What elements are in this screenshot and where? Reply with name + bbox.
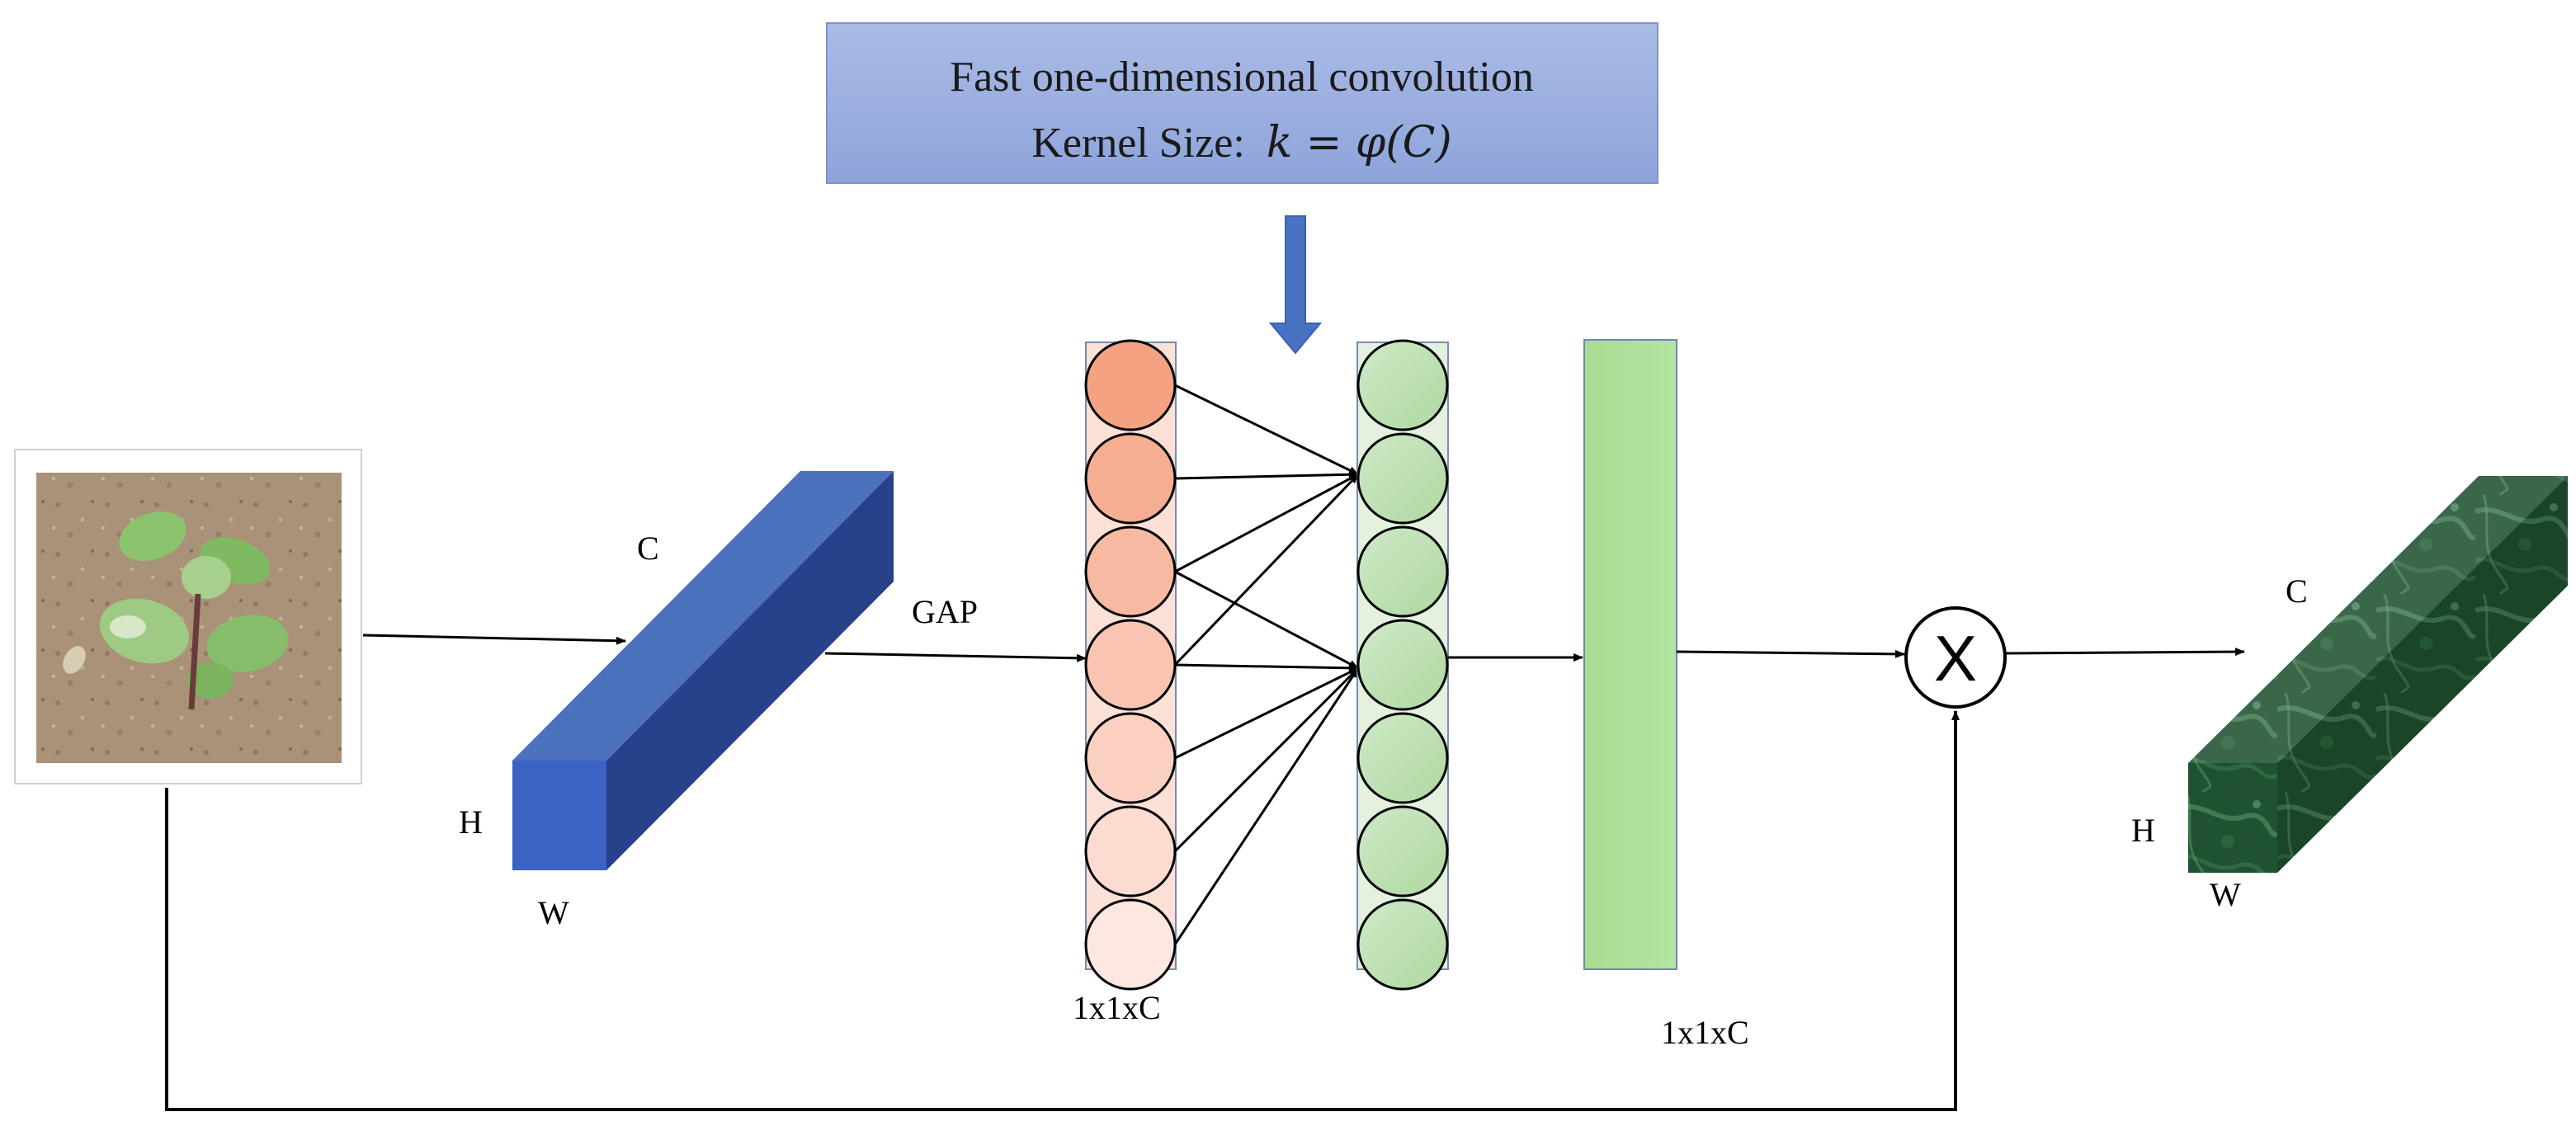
conv-connection-line <box>1173 667 1360 853</box>
output-block-side-face <box>2277 476 2568 873</box>
down-arrow-icon <box>1268 215 1323 355</box>
conv-node <box>1356 805 1449 898</box>
conv-box-kernel-line: Kernel Size: k = φ(C) <box>1031 118 1451 167</box>
plant-photo <box>14 449 362 784</box>
plant-leaves <box>63 511 289 710</box>
gap-label: GAP <box>912 593 978 630</box>
input-label-w: W <box>538 894 569 931</box>
pooled-vector <box>1084 339 1177 991</box>
pooled-node <box>1084 898 1177 991</box>
pooled-node <box>1084 432 1177 525</box>
conv-connection-line <box>1174 470 1359 480</box>
input-label-h: H <box>459 803 483 841</box>
soil-background <box>36 473 342 763</box>
kernel-size-label: Kernel Size: <box>1031 120 1244 167</box>
conv-connection-line <box>1174 473 1359 573</box>
multiply-to-output-arrow <box>2004 648 2245 657</box>
input-block-front-face <box>512 761 606 870</box>
conv-node <box>1356 432 1449 525</box>
conv-connection-line <box>1174 570 1359 670</box>
multiply-symbol: X <box>1934 622 1977 695</box>
conv-box-background <box>826 22 1658 184</box>
conv-output-vector <box>1356 339 1449 991</box>
pooled-node <box>1084 619 1177 711</box>
output-label-c: C <box>2286 572 2308 610</box>
conv-node <box>1356 525 1449 618</box>
pooled-node <box>1084 805 1177 898</box>
kernel-size-formula: k = φ(C) <box>1267 118 1452 167</box>
weight-to-multiply-arrow <box>1676 649 1905 658</box>
input-label-c: C <box>637 530 659 567</box>
conv-connection-line <box>1173 473 1360 667</box>
multiply-circle <box>1904 606 2007 709</box>
conv-box-title: Fast one-dimensional convolution <box>950 54 1534 101</box>
output-feature-block <box>2188 476 2568 873</box>
gap-arrow <box>824 652 1087 662</box>
pooled-vector-label: 1x1xC <box>1073 989 1161 1026</box>
conv-node-group <box>1356 339 1449 991</box>
conv-node <box>1356 339 1449 431</box>
conv-connection-line <box>1174 667 1359 760</box>
output-block-top-face <box>2188 476 2568 763</box>
pooled-node <box>1084 339 1177 431</box>
conv-node <box>1356 619 1449 711</box>
output-block-front-face <box>2188 763 2277 873</box>
output-label-h: H <box>2131 812 2155 849</box>
weight-vector-bar <box>1583 339 1677 970</box>
pooled-node <box>1084 712 1177 804</box>
input-block-top-face <box>512 471 894 761</box>
skip-connection-arrow <box>165 710 1960 1111</box>
weight-vector-label: 1x1xC <box>1661 1014 1749 1051</box>
output-label-w: W <box>2210 876 2241 913</box>
conv-node <box>1356 712 1449 804</box>
multiply-icon: X <box>1904 606 2007 709</box>
conv-description-box: Fast one-dimensional convolution Kernel … <box>826 22 1658 184</box>
image-to-block-arrow <box>362 634 626 645</box>
pooled-node-group <box>1084 339 1177 991</box>
conv-connections <box>1173 384 1360 945</box>
conv-node <box>1356 898 1449 991</box>
input-feature-block <box>512 471 894 870</box>
input-block-side-face <box>606 471 894 870</box>
pooled-node <box>1084 525 1177 618</box>
conv-connection-line <box>1174 384 1359 476</box>
conv-connection-line <box>1173 667 1360 945</box>
conv-connection-line <box>1174 663 1359 672</box>
